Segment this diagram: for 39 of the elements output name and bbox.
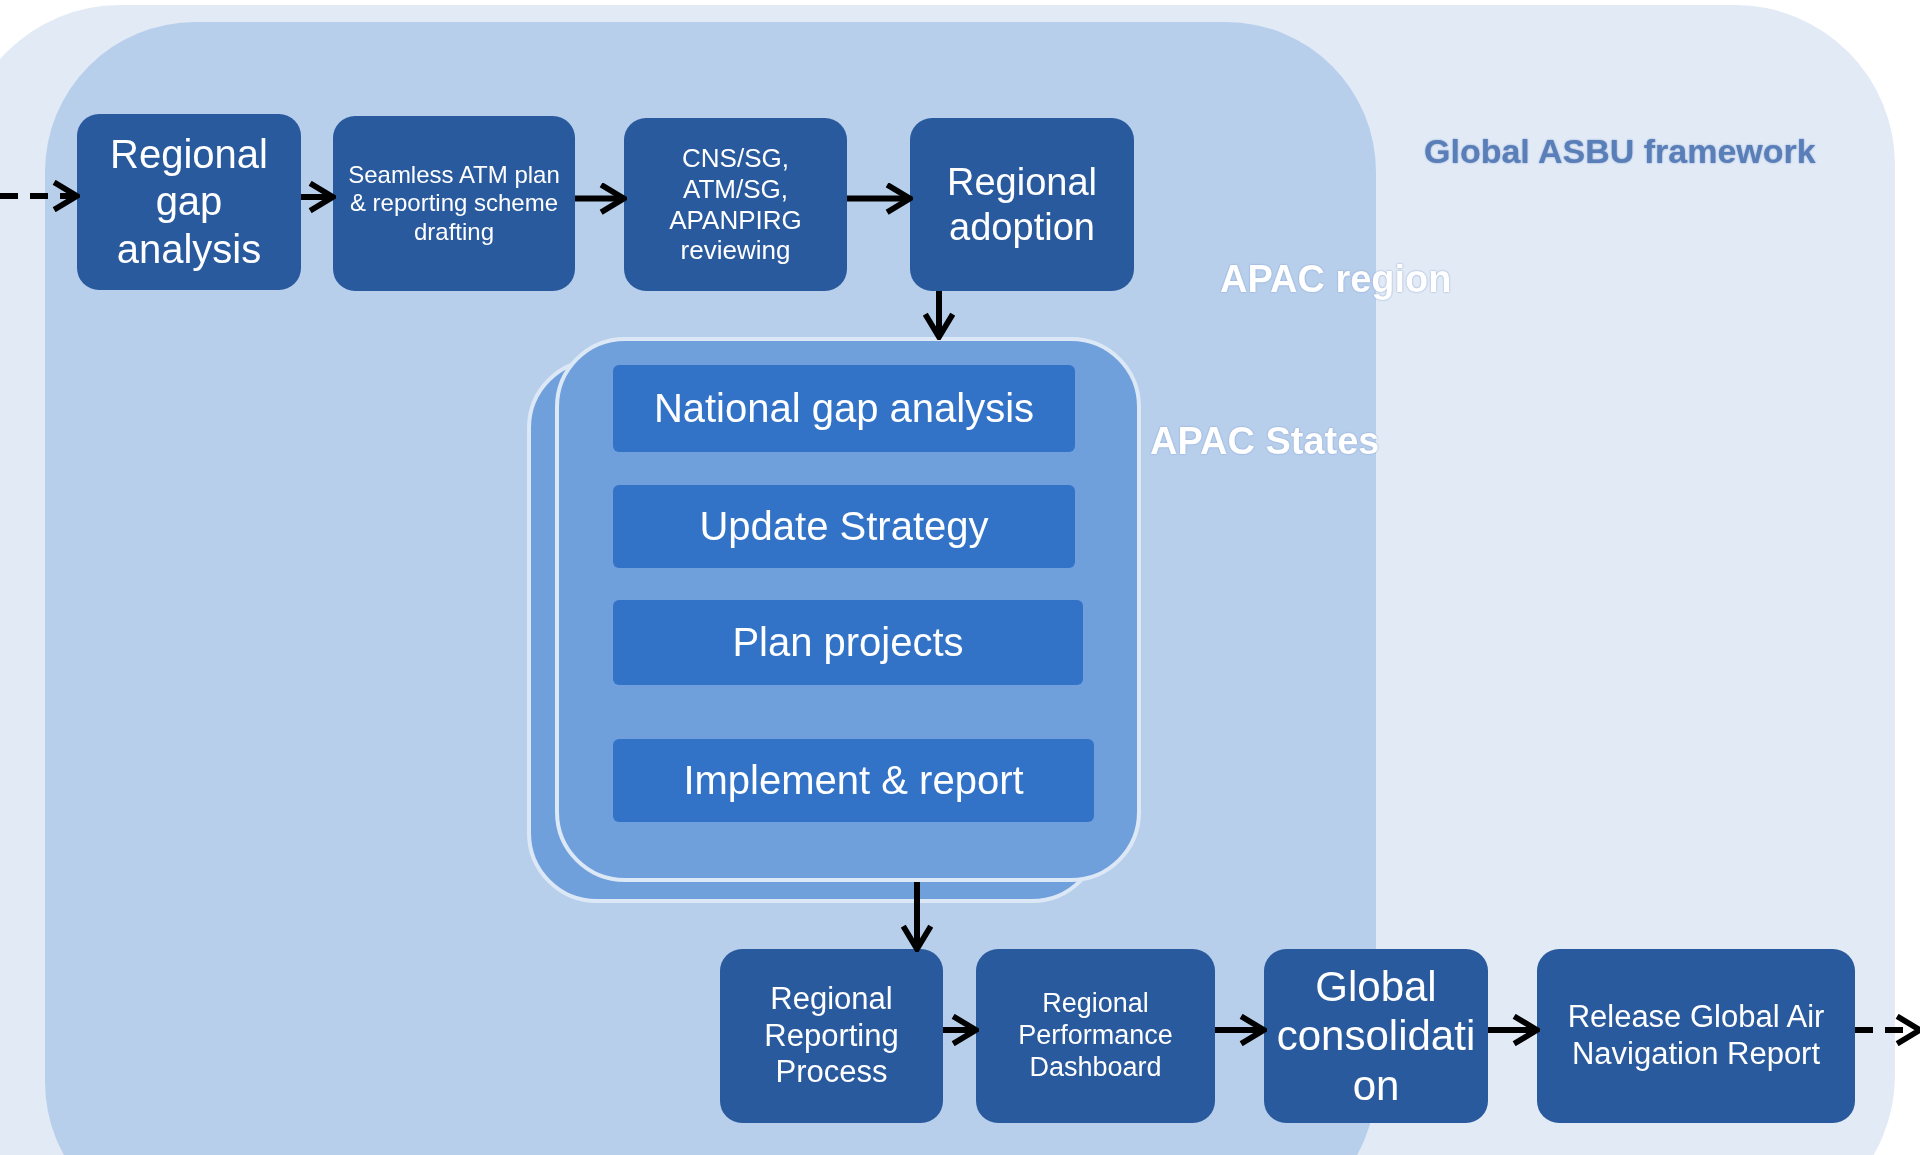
node-label: Regional adoption	[946, 159, 1098, 250]
node-label: Global consolidation	[1275, 961, 1477, 1111]
step-box	[613, 739, 1094, 822]
node-label: Regional Reporting Process	[763, 981, 900, 1091]
node-label: Implement & report	[683, 756, 1024, 804]
node-label: Seamless ATM plan & reporting scheme drafting	[347, 161, 561, 246]
node-label: Regional Performance Dashboard	[1017, 988, 1174, 1084]
arrow	[0, 179, 80, 213]
arrow	[922, 291, 956, 340]
panel-heading: APAC region	[1220, 258, 1452, 301]
node-label: Regional gap analysis	[109, 131, 269, 273]
arrow	[301, 180, 336, 214]
step-box	[613, 600, 1083, 685]
process-box	[1264, 949, 1488, 1123]
process-box	[1537, 949, 1855, 1123]
panel-heading: Global ASBU framework	[1424, 132, 1816, 171]
arrow	[575, 181, 627, 216]
stacked-panel	[555, 337, 1141, 882]
process-box	[976, 949, 1215, 1123]
framework-panel	[0, 5, 1895, 1155]
process-box	[333, 116, 575, 291]
arrow	[1488, 1013, 1540, 1047]
node-label: National gap analysis	[653, 384, 1035, 432]
panel-heading: APAC States	[1150, 420, 1380, 463]
arrow	[900, 882, 934, 952]
node-label: Plan projects	[732, 618, 964, 666]
process-box	[720, 949, 943, 1123]
process-box	[910, 118, 1134, 291]
process-box	[77, 114, 301, 290]
arrow	[943, 1013, 979, 1047]
arrow	[1855, 1013, 1920, 1047]
node-label: Release Global Air Navigation Report	[1566, 999, 1826, 1073]
node-label: CNS/SG, ATM/SG, APANPIRG reviewing	[668, 143, 803, 266]
step-box	[613, 485, 1075, 568]
arrow	[847, 181, 913, 216]
step-box	[613, 365, 1075, 452]
node-label: Update Strategy	[699, 502, 989, 550]
arrow	[1215, 1013, 1267, 1047]
process-box	[624, 118, 847, 291]
